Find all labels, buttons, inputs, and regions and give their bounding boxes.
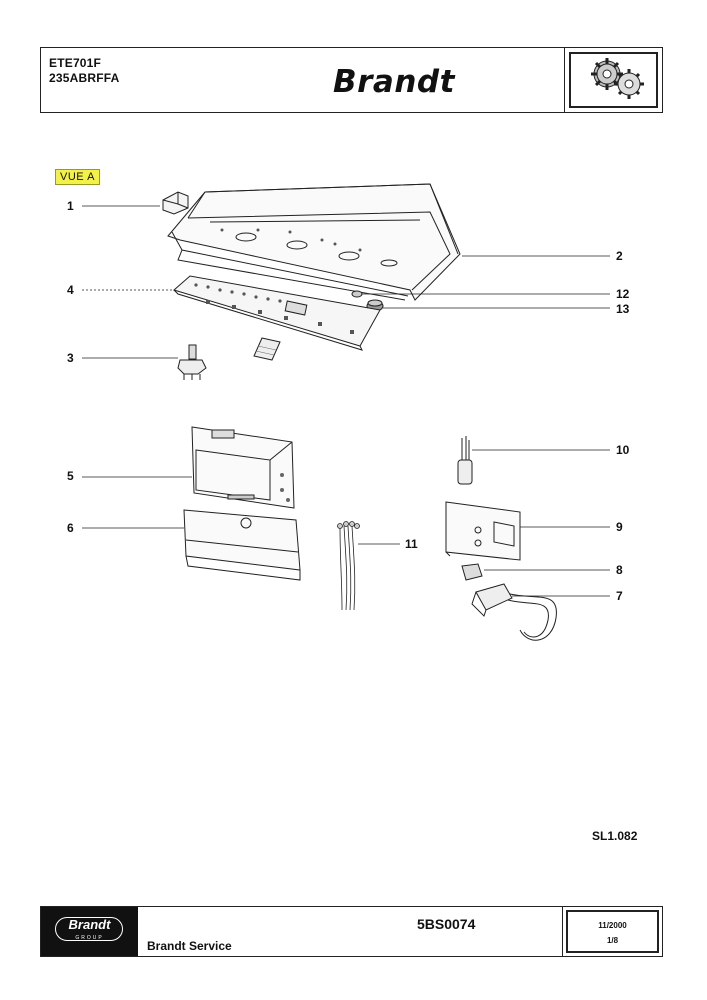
document-number: 5BS0074 xyxy=(417,916,476,932)
emblem-box xyxy=(564,48,662,112)
model-code: ETE701F xyxy=(49,56,102,70)
part-7-power-cord xyxy=(471,583,557,641)
header-frame: ETE701F 235ABRFFA Brandt xyxy=(40,47,663,113)
callout-9: 9 xyxy=(616,520,623,534)
callout-2: 2 xyxy=(616,249,623,263)
sheet-reference: SL1.082 xyxy=(592,829,638,843)
part-12-button xyxy=(351,290,363,298)
logo-oval xyxy=(55,917,123,941)
part-8-clamp xyxy=(461,563,483,581)
brand-logo: Brandt xyxy=(333,64,455,100)
part-11-wire-harness xyxy=(337,521,360,611)
date-page-box: 11/2000 1/8 xyxy=(562,907,662,956)
callout-6: 6 xyxy=(67,521,74,535)
callout-4: 4 xyxy=(67,283,74,297)
part-6-tray xyxy=(183,494,301,581)
callout-12: 12 xyxy=(616,287,630,301)
callout-3: 3 xyxy=(67,351,74,365)
issue-date: 11/2000 xyxy=(598,921,627,930)
page-number: 1/8 xyxy=(606,936,619,945)
callout-11: 11 xyxy=(405,537,418,551)
callout-5: 5 xyxy=(67,469,74,483)
footer-logo: Brandt GROUP xyxy=(41,907,138,956)
view-tag: VUE A xyxy=(55,169,100,185)
gears-icon xyxy=(591,58,644,99)
part-1-cap xyxy=(162,191,189,215)
emblem-frame xyxy=(569,52,658,108)
callout-8: 8 xyxy=(616,563,623,577)
callout-13: 13 xyxy=(616,302,630,316)
footer-logo-group: GROUP xyxy=(75,935,104,941)
part-5-power-module xyxy=(191,426,295,509)
callout-7: 7 xyxy=(616,589,623,603)
footer-frame: Brandt GROUP Brandt Service 5BS0074 11/2… xyxy=(40,906,663,957)
date-page-frame: 11/2000 1/8 xyxy=(566,910,659,953)
part-10-capacitor xyxy=(457,436,473,485)
part-9-bracket xyxy=(445,501,521,561)
footer-logo-brand: Brandt xyxy=(68,917,111,932)
callout-10: 10 xyxy=(616,443,630,457)
part-4-circuit-board xyxy=(172,275,381,361)
model-reference: 235ABRFFA xyxy=(49,71,120,85)
leader-lines xyxy=(82,205,610,597)
service-name: Brandt Service xyxy=(147,939,232,953)
part-3-rotary-switch xyxy=(177,344,207,380)
callout-1: 1 xyxy=(67,199,74,213)
part-2-control-panel xyxy=(167,183,461,301)
